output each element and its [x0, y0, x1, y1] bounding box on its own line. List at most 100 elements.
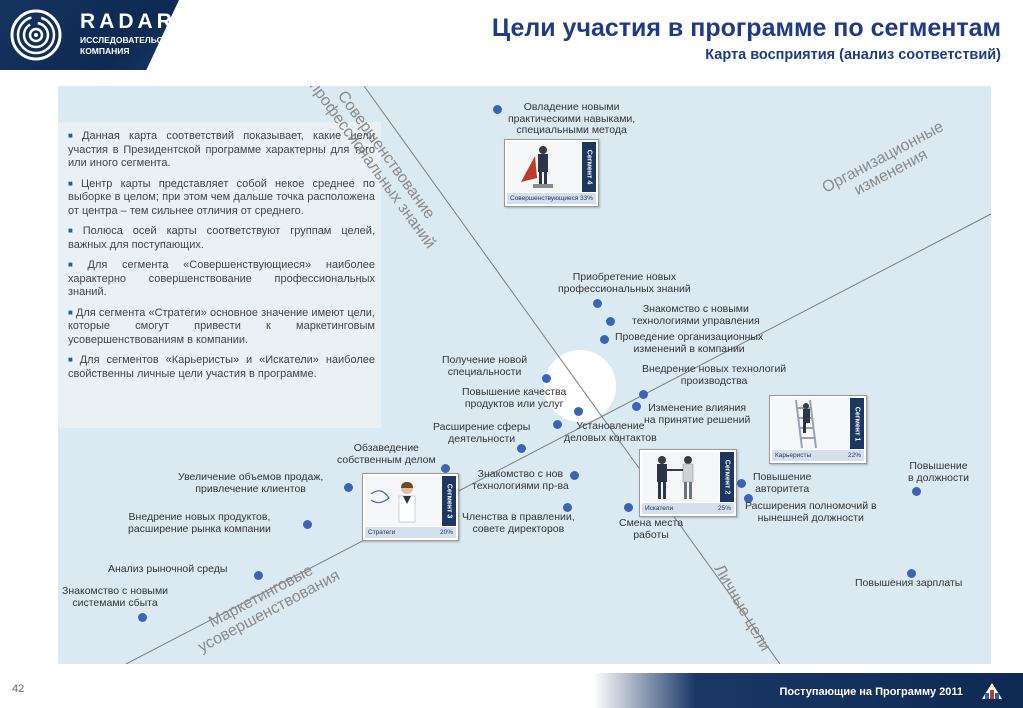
goal-label: Анализ рыночной среды: [108, 563, 228, 576]
goal-label-line: нынешней должности: [757, 511, 864, 524]
segment-share: 20%: [439, 529, 453, 536]
segment-side-label: Сегмент 2: [720, 452, 734, 502]
goal-point: [606, 317, 615, 326]
segment-card-strategists: Сегмент 3 Стратеги 20%: [362, 473, 459, 541]
goal-label-line: Повышение качества: [462, 386, 567, 398]
goal-label: Повышения зарплаты: [855, 577, 963, 590]
bullet-icon: ■: [68, 307, 73, 317]
goal-point: [517, 444, 526, 453]
goal-label-line: совете директоров: [472, 522, 565, 535]
goal-label-line: Овладение новыми: [523, 101, 620, 113]
goal-label-line: Смена места: [619, 517, 684, 529]
goal-label-line: авторитета: [755, 482, 810, 495]
page-title: Цели участия в программе по сегментам: [491, 14, 1001, 42]
goal-point: [303, 520, 312, 529]
goal-label-line: Приобретение новых: [572, 271, 677, 283]
goal-label-line: работы: [633, 528, 669, 541]
segment-card-careerists: Сегмент 1 Карьеристы 22%: [769, 395, 867, 464]
goal-point: [744, 494, 753, 503]
page-subtitle: Карта восприятия (анализ соответствий): [705, 47, 1001, 63]
goal-label-line: специальности: [447, 365, 522, 378]
goal-point: [138, 613, 147, 622]
goal-label-line: Внедрение новых технологий: [642, 363, 787, 375]
ladder-climber-icon: [795, 399, 817, 449]
goal-label-line: Увеличение объемов продаж,: [178, 471, 324, 483]
goal-label-line: производства: [680, 374, 748, 387]
page-number: 42: [12, 683, 25, 695]
segment-share: 22%: [847, 452, 861, 459]
segment-name: Совершенствующиеся: [510, 195, 579, 202]
goal-label-line: Повышения зарплаты: [855, 577, 963, 589]
logo-subtitle: ИССЛЕДОВАТЕЛЬСКАЯ КОМПАНИЯ: [80, 35, 180, 57]
goal-label: Внедрение новых продуктов,расширение рын…: [128, 511, 271, 535]
goal-label-line: Внедрение новых продуктов,: [128, 511, 271, 523]
goal-point: [574, 407, 583, 416]
correspondence-map: ■ Данная карта соответствий показывает, к…: [58, 86, 991, 664]
axis-professional-personal: [363, 86, 781, 664]
note-item: ■Центр карты представляет собой некое ср…: [68, 177, 375, 219]
segment-photo: [507, 142, 581, 192]
goal-point: [570, 471, 579, 480]
segment-name: Искатели: [645, 505, 674, 512]
goal-label-line: деятельности: [448, 432, 516, 445]
goal-point: [563, 503, 572, 512]
goal-point: [632, 402, 641, 411]
goal-label-line: системами сбыта: [72, 596, 158, 609]
goal-point: [907, 569, 916, 578]
note-text: Для сегментов «Карьеристы» и «Искатели» …: [68, 354, 375, 380]
goal-label-line: на принятие решений: [644, 413, 751, 426]
segment-photo: [365, 476, 441, 526]
goal-label-line: в должности: [908, 471, 969, 484]
goal-label-line: специальными метода: [516, 124, 627, 136]
segment-number: Сегмент 1: [853, 406, 861, 441]
notes-panel: ■ Данная карта соответствий показывает, к…: [58, 122, 381, 428]
note-item: ■Данная карта соответствий показывает, к…: [68, 129, 375, 171]
note-text: Полюса осей карты соответствуют группам …: [68, 225, 375, 251]
goal-label-line: расширение рынка компании: [128, 522, 271, 535]
goal-point: [254, 571, 263, 580]
segment-name: Стратеги: [368, 529, 396, 536]
goal-label-line: продуктов или услуг: [464, 397, 564, 410]
goal-point: [600, 335, 609, 344]
goal-label-line: Проведение организационных: [615, 331, 764, 343]
note-text: Данная карта соответствий показывает, ка…: [68, 130, 375, 169]
goal-label-line: Изменение влияния: [648, 402, 747, 414]
logo-subtitle-line1: ИССЛЕДОВАТЕЛЬСКАЯ: [80, 35, 181, 45]
goal-label-line: Знакомство с новыми: [642, 303, 749, 315]
goal-point: [624, 503, 633, 512]
segment-side-label: Сегмент 3: [442, 476, 456, 526]
goal-label-line: Знакомство с новыми: [62, 585, 169, 597]
goal-label-line: Обзаведение: [353, 442, 419, 454]
goal-label-line: технологиями пр-ва: [472, 479, 569, 492]
goal-label-line: привлечение клиентов: [195, 482, 306, 495]
note-item: ■Для сегментов «Карьеристы» и «Искатели»…: [68, 353, 375, 381]
segment-side-label: Сегмент 4: [582, 142, 596, 192]
logo-subtitle-line2: КОМПАНИЯ: [80, 46, 130, 56]
program-logo-icon: [982, 683, 1002, 699]
segment-footer: Карьеристы 22%: [772, 450, 864, 461]
goal-label-line: практическими навыками,: [508, 112, 636, 125]
logo-block: RADAR ИССЛЕДОВАТЕЛЬСКАЯ КОМПАНИЯ: [0, 0, 215, 70]
goal-point: [639, 390, 648, 399]
goal-label-line: деловых контактов: [564, 431, 657, 444]
segment-name: Карьеристы: [775, 452, 812, 459]
note-item: ■Полюса осей карты соответствуют группам…: [68, 224, 375, 252]
goal-label-line: Установление: [576, 420, 645, 432]
goal-label: Членства в правлении,совете директоров: [462, 511, 575, 535]
goal-label-line: Расширение сферы: [433, 421, 531, 433]
goal-label-line: Членства в правлении,: [462, 511, 575, 523]
segment-number: Сегмент 3: [445, 483, 453, 519]
goal-label-line: Анализ рыночной среды: [108, 563, 228, 575]
footer-band: [0, 673, 1023, 708]
goal-point: [593, 299, 602, 308]
